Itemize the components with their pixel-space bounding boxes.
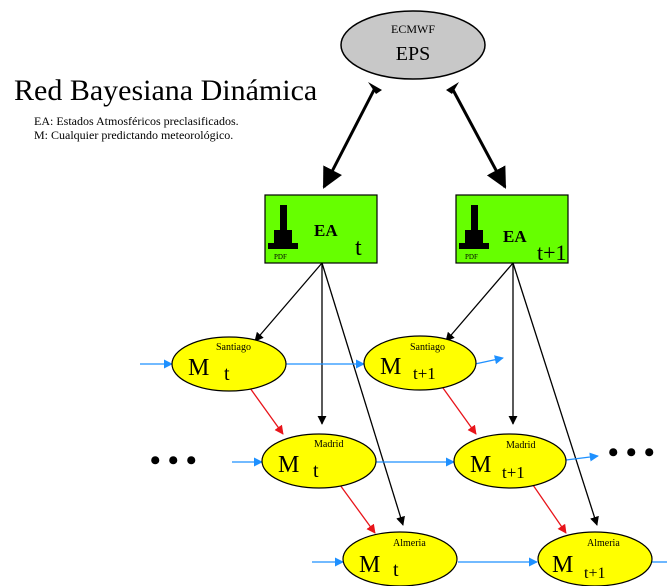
m-madrid-t1-node: M Madrid t+1: [453, 433, 567, 489]
m-time-sub: t: [224, 363, 230, 385]
pdf-label: PDF: [274, 253, 287, 261]
m-time-sub: t: [393, 559, 399, 581]
m-letter: M: [552, 552, 573, 578]
ea-label: EA: [503, 227, 527, 246]
ellipsis-right: • • •: [608, 436, 655, 469]
legend-line-ea: EA: Estados Atmosféricos preclasificados…: [34, 114, 239, 128]
pdf-histogram-icon: [268, 205, 298, 249]
m-santiago-t1-node: M Santiago t+1: [363, 335, 477, 391]
m-time-sub: t+1: [584, 565, 605, 582]
m-city: Madrid: [314, 439, 343, 450]
m-letter: M: [188, 355, 209, 381]
pdf-histogram-icon: [459, 205, 489, 249]
ea-t1-node: PDF EA t+1: [455, 194, 569, 265]
ea-t-node: PDF EA t: [264, 194, 378, 264]
m-time-sub: t: [313, 460, 319, 482]
m-time-sub: t+1: [413, 364, 436, 383]
ea-to-m-arrows: [254, 262, 599, 526]
m-letter: M: [470, 452, 491, 478]
m-city: Almeria: [587, 538, 620, 549]
m-city: Santiago: [410, 342, 445, 353]
diagram-title: Red Bayesiana Dinámica: [14, 74, 317, 107]
m-city: Santiago: [216, 342, 251, 353]
pdf-label: PDF: [465, 253, 478, 261]
ea-time-sub: t+1: [537, 240, 567, 265]
m-letter: M: [359, 552, 380, 578]
ea-time-sub: t: [355, 235, 362, 261]
m-city: Madrid: [506, 440, 535, 451]
m-madrid-t-node: M Madrid t: [261, 433, 377, 489]
eps-label: EPS: [396, 43, 430, 65]
m-city: Almeria: [393, 538, 426, 549]
ellipsis-left: • • •: [150, 444, 197, 477]
ecmwf-eps-node: ECMWF EPS: [340, 10, 486, 80]
m-letter: M: [380, 354, 401, 380]
m-santiago-t-node: M Santiago t: [171, 336, 287, 392]
eps-to-ea-arrows: [322, 82, 507, 189]
temporal-arrows: [140, 355, 667, 567]
legend-line-m: M: Cualquier predictando meteorológico.: [34, 128, 233, 142]
ecmwf-label: ECMWF: [391, 22, 435, 36]
m-letter: M: [278, 452, 299, 478]
spatial-arrows: [249, 387, 567, 534]
m-almeria-t1-node: M Almeria t+1: [537, 531, 653, 586]
m-almeria-t-node: M Almeria t: [342, 531, 458, 586]
m-time-sub: t+1: [502, 463, 525, 482]
ea-label: EA: [314, 221, 338, 240]
